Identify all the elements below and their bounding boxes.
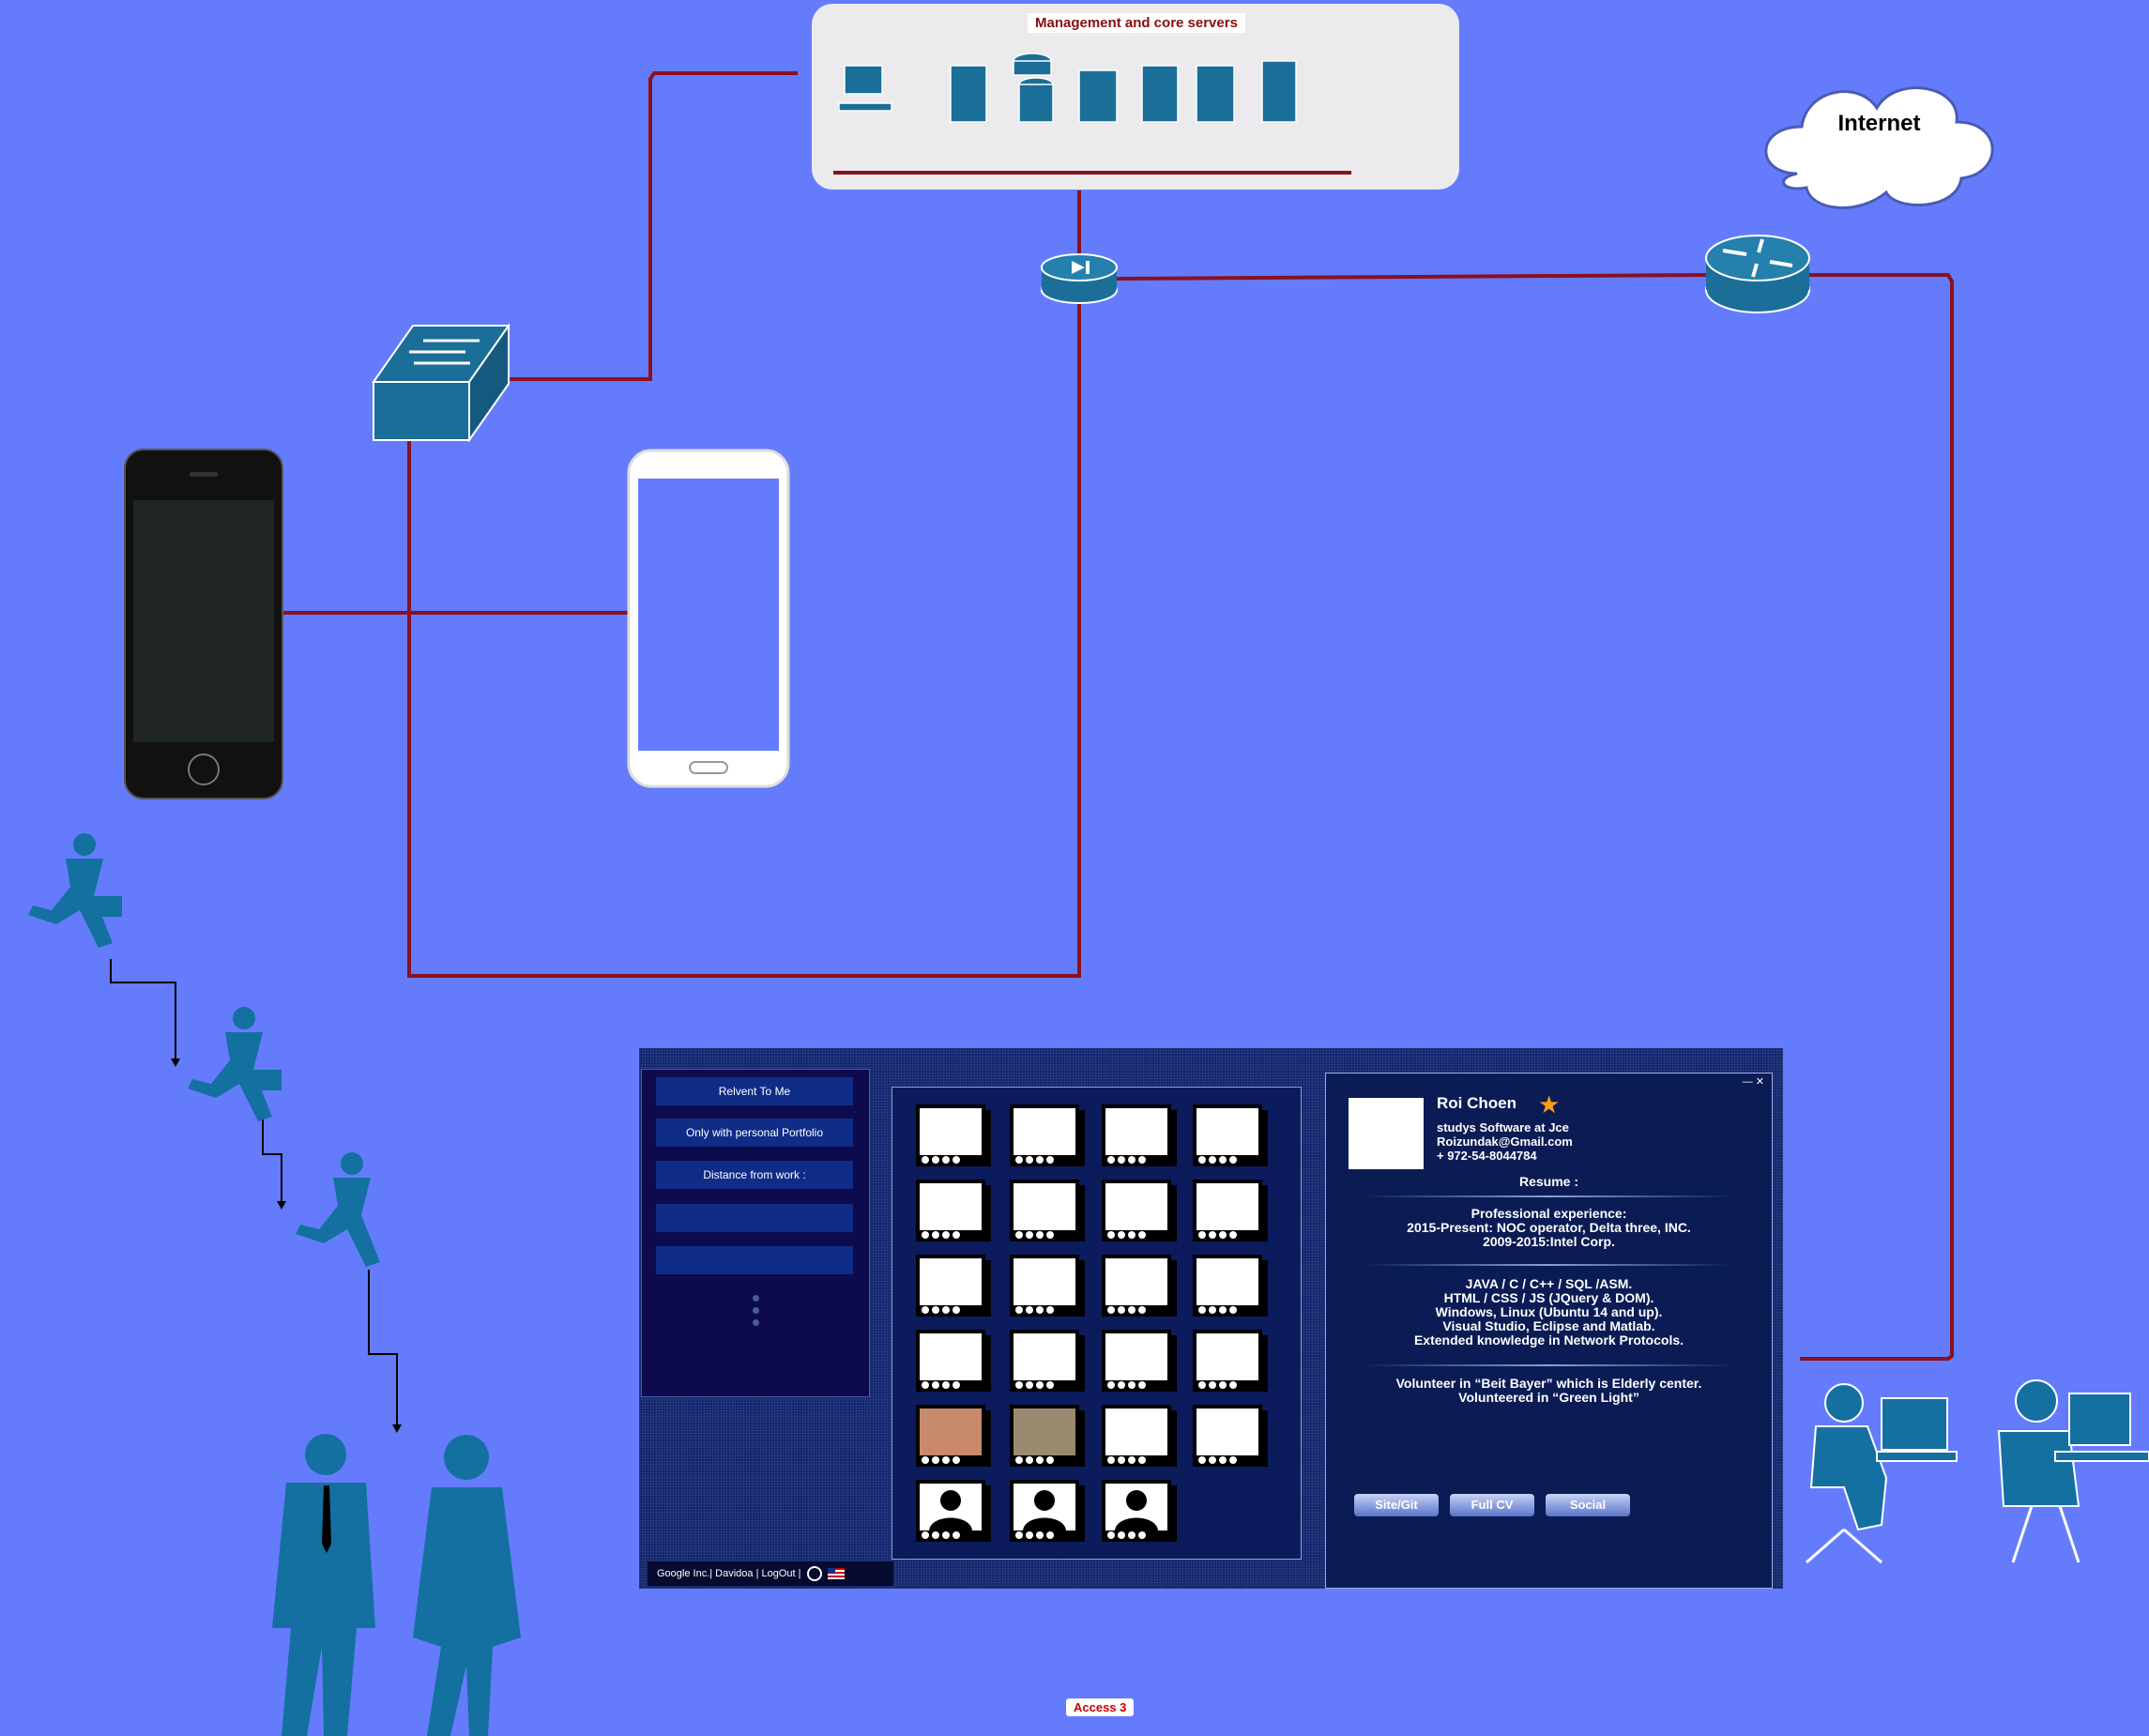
candidate-grid [892,1087,1302,1560]
business-people-figures [272,1434,521,1736]
candidate-tile[interactable] [916,1255,991,1317]
resume-heading: Resume : [1518,1174,1579,1189]
candidate-tile[interactable] [1102,1104,1177,1166]
filter-pane: Relvent To Me Only with personal Portfol… [641,1069,870,1397]
portfolio-filter-button[interactable]: Only with personal Portfolio [656,1119,853,1147]
experience-line: 2015-Present: NOC operator, Delta three,… [1407,1220,1691,1235]
profile-study: studys Software at Jce [1437,1120,1569,1134]
profile-name: Roi Choen [1437,1094,1516,1112]
candidate-tile[interactable] [1102,1255,1177,1317]
server-rack-icons [833,53,1351,175]
candidate-tile[interactable] [1193,1104,1268,1166]
skill-line: JAVA / C / C++ / SQL /ASM. [1465,1276,1633,1291]
site-git-button[interactable]: Site/Git [1354,1494,1439,1516]
internet-label: Internet [1837,111,1921,136]
star-icon[interactable]: ★ [1538,1090,1561,1119]
candidate-tile[interactable] [1193,1405,1268,1467]
profile-phone: + 972-54-8044784 [1437,1149,1537,1163]
remote-users-figures [1806,1379,2149,1564]
us-flag-icon[interactable] [827,1568,845,1580]
gear-icon[interactable] [806,1566,822,1582]
candidate-tile[interactable] [916,1180,991,1241]
full-cv-button[interactable]: Full CV [1450,1494,1534,1516]
avatar-silhouette-icon [929,1490,972,1530]
candidate-tile[interactable] [916,1330,991,1392]
candidate-tile-avatar[interactable] [1010,1480,1085,1542]
candidate-tile-avatar[interactable] [916,1480,991,1542]
avatar-silhouette-icon [1023,1490,1066,1530]
candidate-tile[interactable] [916,1104,991,1166]
career-steps-figures [28,833,380,1267]
divider [1364,1195,1734,1197]
android-phone-icon [627,449,790,788]
volunteer-line: Volunteer in “Beit Bayer” which is Elder… [1395,1376,1702,1391]
profile-photo [1349,1098,1424,1169]
candidate-tile[interactable] [1193,1330,1268,1392]
skill-line: Extended knowledge in Network Protocols. [1413,1332,1684,1348]
candidate-tile[interactable] [1010,1104,1085,1166]
distance-filter-button[interactable]: Distance from work : [656,1161,853,1189]
empty-filter-slot[interactable] [656,1204,853,1232]
relevant-filter-button[interactable]: Relvent To Me [656,1077,853,1105]
skill-line: Visual Studio, Eclipse and Matlab. [1442,1318,1655,1333]
skill-line: Windows, Linux (Ubuntu 14 and up). [1435,1304,1663,1319]
candidate-tile[interactable] [1102,1405,1177,1467]
divider [1364,1364,1734,1366]
candidate-tile[interactable] [1010,1180,1085,1241]
volunteer-line: Volunteered in “Green Light” [1458,1390,1639,1405]
vpn-concentrator-icon [1041,253,1118,304]
candidate-tile[interactable] [1102,1330,1177,1392]
candidate-tile[interactable] [1010,1255,1085,1317]
candidate-tile[interactable] [1102,1180,1177,1241]
social-button[interactable]: Social [1546,1494,1630,1516]
management-server-group [812,4,1459,190]
experience-line: Professional experience: [1471,1206,1627,1221]
app-footer: Google Inc.| Davidoa | LogOut | [648,1561,893,1586]
more-options-icon[interactable] [753,1295,759,1326]
candidate-tile[interactable] [1193,1180,1268,1241]
access-label: Access 3 [1066,1698,1135,1716]
candidate-tile-photo[interactable] [916,1405,991,1467]
window-controls[interactable]: — ✕ [1742,1076,1764,1088]
candidate-tile[interactable] [1010,1330,1085,1392]
router-icon [1705,235,1810,313]
experience-line: 2009-2015:Intel Corp. [1483,1234,1615,1249]
candidate-tile-avatar[interactable] [1102,1480,1177,1542]
footer-links[interactable]: Google Inc.| Davidoa | LogOut | [657,1568,801,1579]
candidate-tile-photo[interactable] [1010,1405,1085,1467]
avatar-silhouette-icon [1115,1490,1158,1530]
iphone-icon [124,449,283,799]
empty-filter-slot[interactable] [656,1246,853,1274]
profile-email[interactable]: Roizundak@Gmail.com [1437,1134,1573,1149]
management-label: Management and core servers [1028,13,1245,33]
profile-cv-pane: — ✕ Roi Choen ★ studys Software at Jce R… [1325,1073,1773,1589]
network-switch-icon [372,324,511,442]
divider [1364,1264,1734,1266]
candidate-tile[interactable] [1193,1255,1268,1317]
internet-cloud-icon [1764,86,1994,209]
skill-line: HTML / CSS / JS (JQuery & DOM). [1443,1290,1654,1305]
